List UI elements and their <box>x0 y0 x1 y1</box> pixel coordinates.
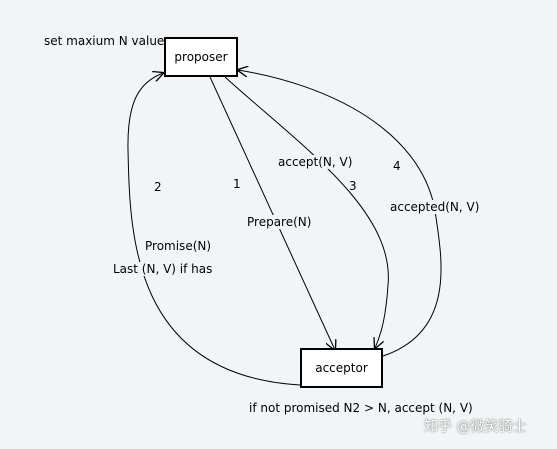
proposer-note: set maxium N value <box>44 34 165 48</box>
edge-promise-label-2: Last (N, V) if has <box>112 262 214 276</box>
watermark: 知乎 @微笑骑士 <box>424 419 527 435</box>
edge-accept-label: accept(N, V) <box>277 155 354 169</box>
edge-accept <box>224 76 389 348</box>
node-acceptor: acceptor <box>300 348 383 388</box>
node-acceptor-label: acceptor <box>315 361 368 375</box>
edge-accept-step: 3 <box>349 179 357 193</box>
edge-prepare-label: Prepare(N) <box>246 215 313 229</box>
edge-accepted-step: 4 <box>393 159 401 173</box>
edge-prepare <box>209 76 335 350</box>
edge-promise-step: 2 <box>154 180 162 194</box>
node-proposer-label: proposer <box>174 50 228 64</box>
edge-promise-label: Promise(N) <box>144 239 213 253</box>
edge-prepare-step: 1 <box>233 177 241 191</box>
edge-accepted-label: accepted(N, V) <box>389 200 481 214</box>
acceptor-note: if not promised N2 > N, accept (N, V) <box>249 401 473 415</box>
edge-promise <box>127 73 301 386</box>
node-proposer: proposer <box>164 37 238 77</box>
